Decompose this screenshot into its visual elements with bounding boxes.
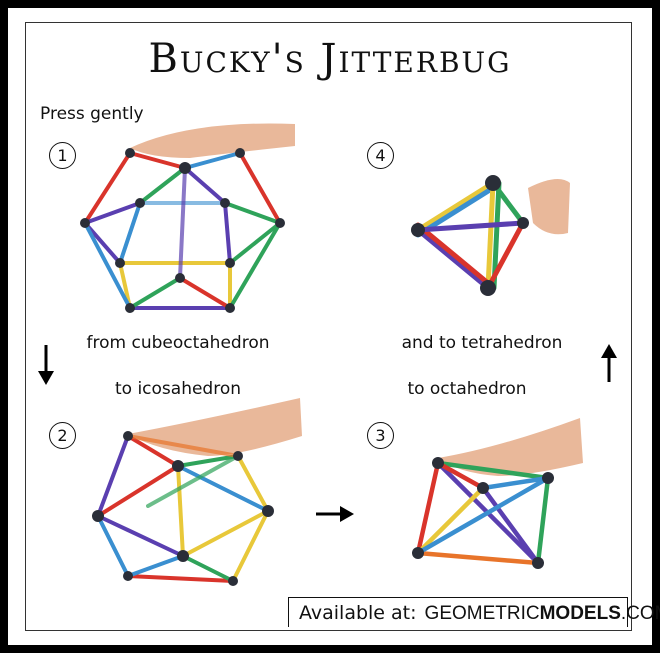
site-regular: GEOMETRIC — [424, 603, 540, 624]
step-2-caption: to icosahedron — [114, 379, 242, 399]
hand-image — [528, 179, 570, 235]
step-4-number: 4 — [367, 142, 394, 169]
arrow-right-icon — [316, 506, 354, 522]
footer-label: Available at: — [299, 602, 417, 624]
site-bold: MODELS — [539, 603, 621, 624]
step-2-number: 2 — [49, 422, 76, 449]
poster-frame — [25, 22, 632, 631]
hand-image — [130, 123, 295, 158]
footer-availability: Available at: GEOMETRICMODELS.COM — [288, 597, 660, 627]
step-3-caption: to octahedron — [407, 379, 527, 399]
step-4-caption: and to tetrahedron — [401, 333, 563, 353]
cuboctahedron-model-image — [80, 123, 295, 313]
hand-image — [128, 398, 302, 456]
site-suffix: .COM — [620, 603, 660, 624]
website-link[interactable]: GEOMETRICMODELS.COM — [425, 603, 660, 624]
instruction-text: Press gently — [40, 104, 144, 124]
arrow-up-icon — [601, 344, 617, 382]
poster — [8, 8, 652, 645]
page-title: Bucky's Jitterbug — [148, 36, 512, 82]
step-1-caption: from cubeoctahedron — [86, 333, 270, 353]
hand-image — [438, 418, 583, 476]
tetrahedron-model-image — [411, 175, 570, 296]
step-1-number: 1 — [49, 142, 76, 169]
octahedron-model-image — [412, 418, 583, 569]
step-3-number: 3 — [367, 422, 394, 449]
icosahedron-model-image — [92, 398, 302, 586]
arrow-down-icon — [38, 345, 54, 385]
